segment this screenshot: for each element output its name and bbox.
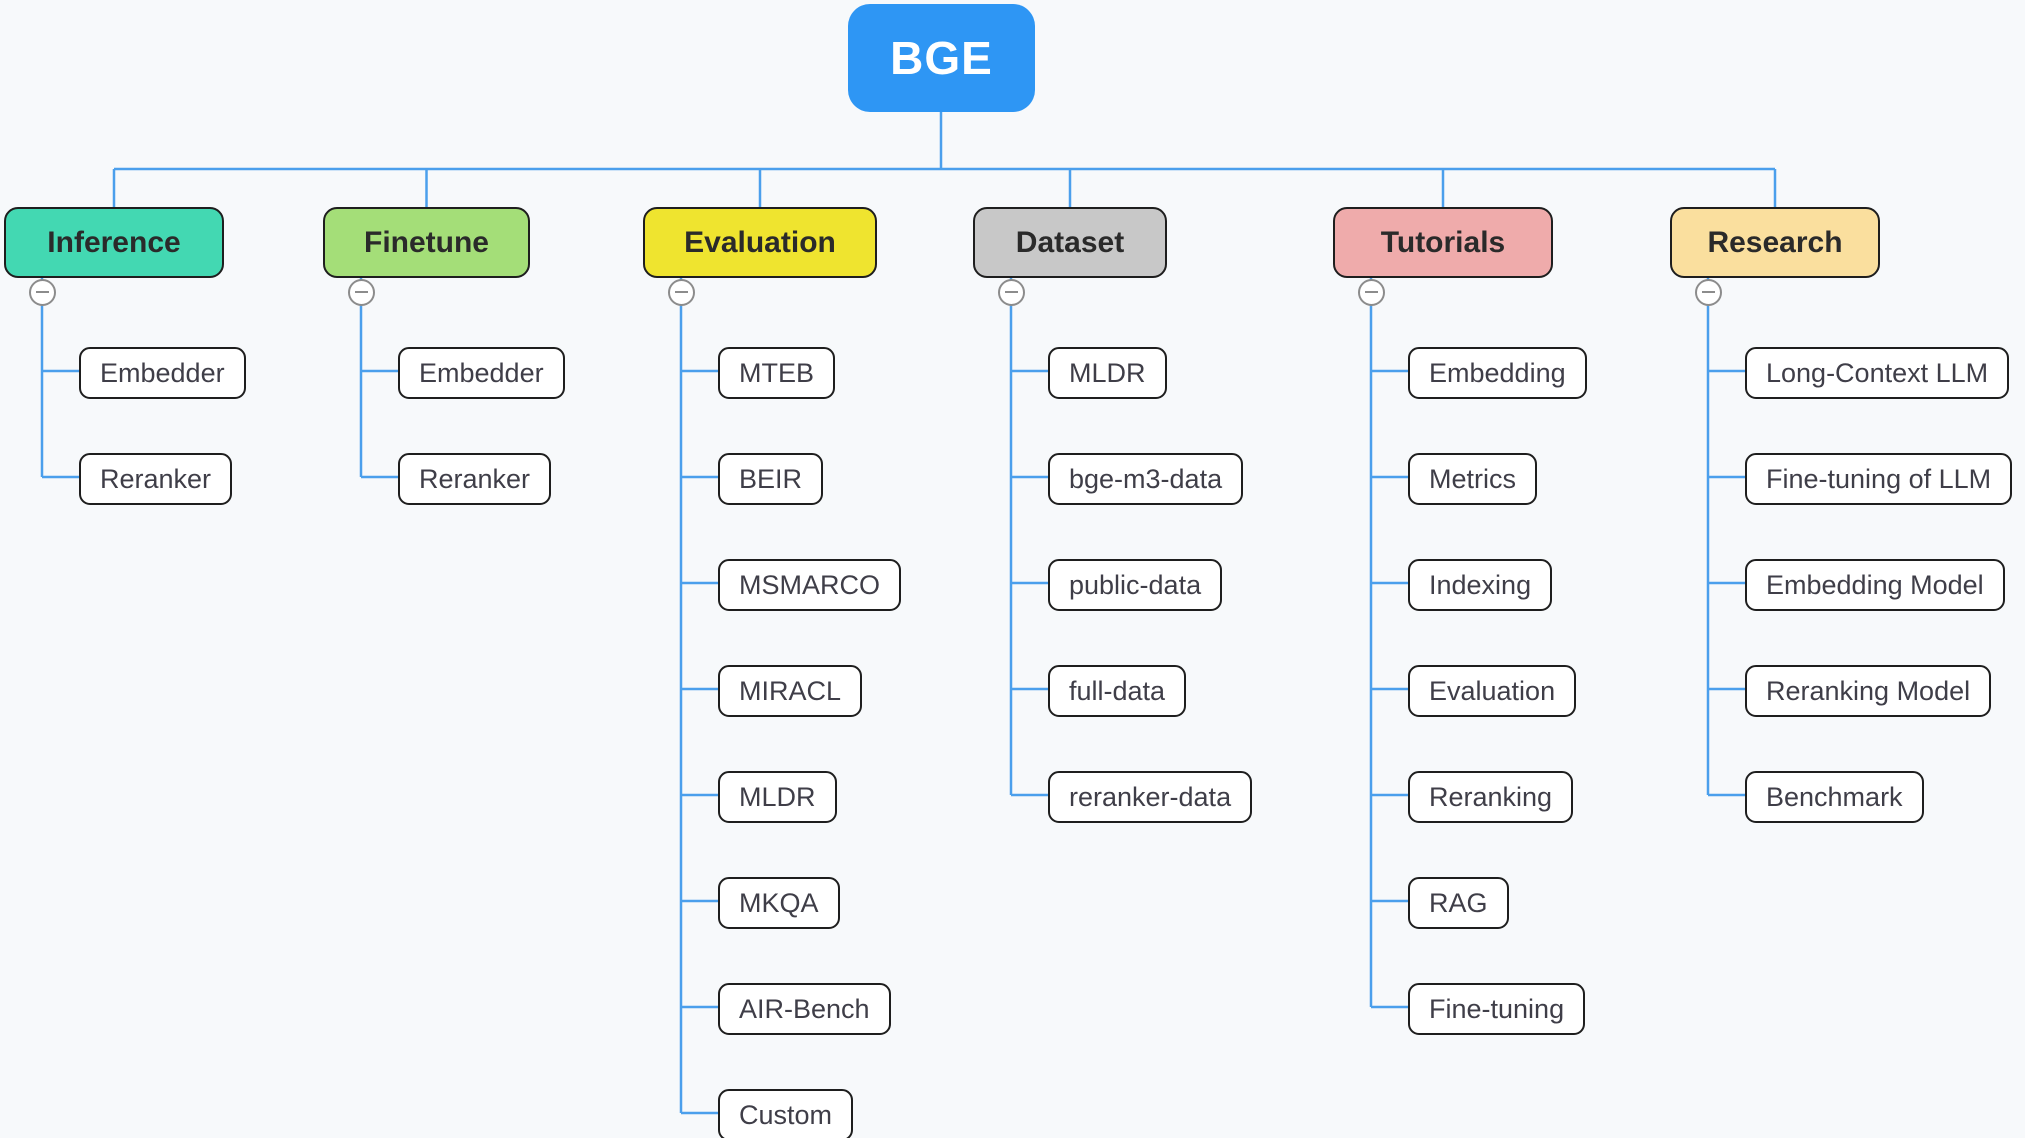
child-node-msmarco[interactable]: MSMARCO [718, 559, 901, 611]
child-node-full-data[interactable]: full-data [1048, 665, 1187, 717]
child-node-reranker-data[interactable]: reranker-data [1048, 771, 1253, 823]
child-node-rag[interactable]: RAG [1408, 877, 1509, 929]
child-node-bge-m3-data[interactable]: bge-m3-data [1048, 453, 1244, 505]
collapse-minus-icon-evaluation[interactable] [667, 278, 695, 306]
child-node-reranking[interactable]: Reranking [1408, 771, 1574, 823]
child-node-embedder[interactable]: Embedder [79, 347, 246, 399]
child-node-public-data[interactable]: public-data [1048, 559, 1223, 611]
child-node-mteb[interactable]: MTEB [718, 347, 836, 399]
collapse-minus-icon-dataset[interactable] [997, 278, 1025, 306]
child-node-mldr[interactable]: MLDR [718, 771, 837, 823]
child-node-embedding[interactable]: Embedding [1408, 347, 1587, 399]
child-node-air-bench[interactable]: AIR-Bench [718, 983, 891, 1035]
collapse-minus-icon-inference[interactable] [28, 278, 56, 306]
child-node-embedding-model[interactable]: Embedding Model [1745, 559, 2005, 611]
branch-node-evaluation[interactable]: Evaluation [643, 207, 877, 278]
child-node-reranker[interactable]: Reranker [79, 453, 233, 505]
branch-node-finetune[interactable]: Finetune [323, 207, 530, 278]
child-node-evaluation[interactable]: Evaluation [1408, 665, 1577, 717]
child-node-beir[interactable]: BEIR [718, 453, 824, 505]
child-node-fine-tuning-of-llm[interactable]: Fine-tuning of LLM [1745, 453, 2013, 505]
collapse-minus-icon-finetune[interactable] [347, 278, 375, 306]
child-node-indexing[interactable]: Indexing [1408, 559, 1553, 611]
child-node-reranking-model[interactable]: Reranking Model [1745, 665, 1992, 717]
child-node-benchmark[interactable]: Benchmark [1745, 771, 1924, 823]
child-node-metrics[interactable]: Metrics [1408, 453, 1537, 505]
branch-node-inference[interactable]: Inference [4, 207, 224, 278]
branch-node-research[interactable]: Research [1670, 207, 1880, 278]
child-node-long-context-llm[interactable]: Long-Context LLM [1745, 347, 2010, 399]
child-node-embedder[interactable]: Embedder [398, 347, 565, 399]
child-node-custom[interactable]: Custom [718, 1089, 854, 1138]
child-node-miracl[interactable]: MIRACL [718, 665, 863, 717]
child-node-mkqa[interactable]: MKQA [718, 877, 840, 929]
root-node-bge[interactable]: BGE [848, 4, 1035, 112]
child-node-mldr[interactable]: MLDR [1048, 347, 1167, 399]
collapse-minus-icon-research[interactable] [1694, 278, 1722, 306]
child-node-fine-tuning[interactable]: Fine-tuning [1408, 983, 1586, 1035]
child-node-reranker[interactable]: Reranker [398, 453, 552, 505]
branch-node-tutorials[interactable]: Tutorials [1333, 207, 1553, 278]
collapse-minus-icon-tutorials[interactable] [1357, 278, 1385, 306]
branch-node-dataset[interactable]: Dataset [973, 207, 1167, 278]
